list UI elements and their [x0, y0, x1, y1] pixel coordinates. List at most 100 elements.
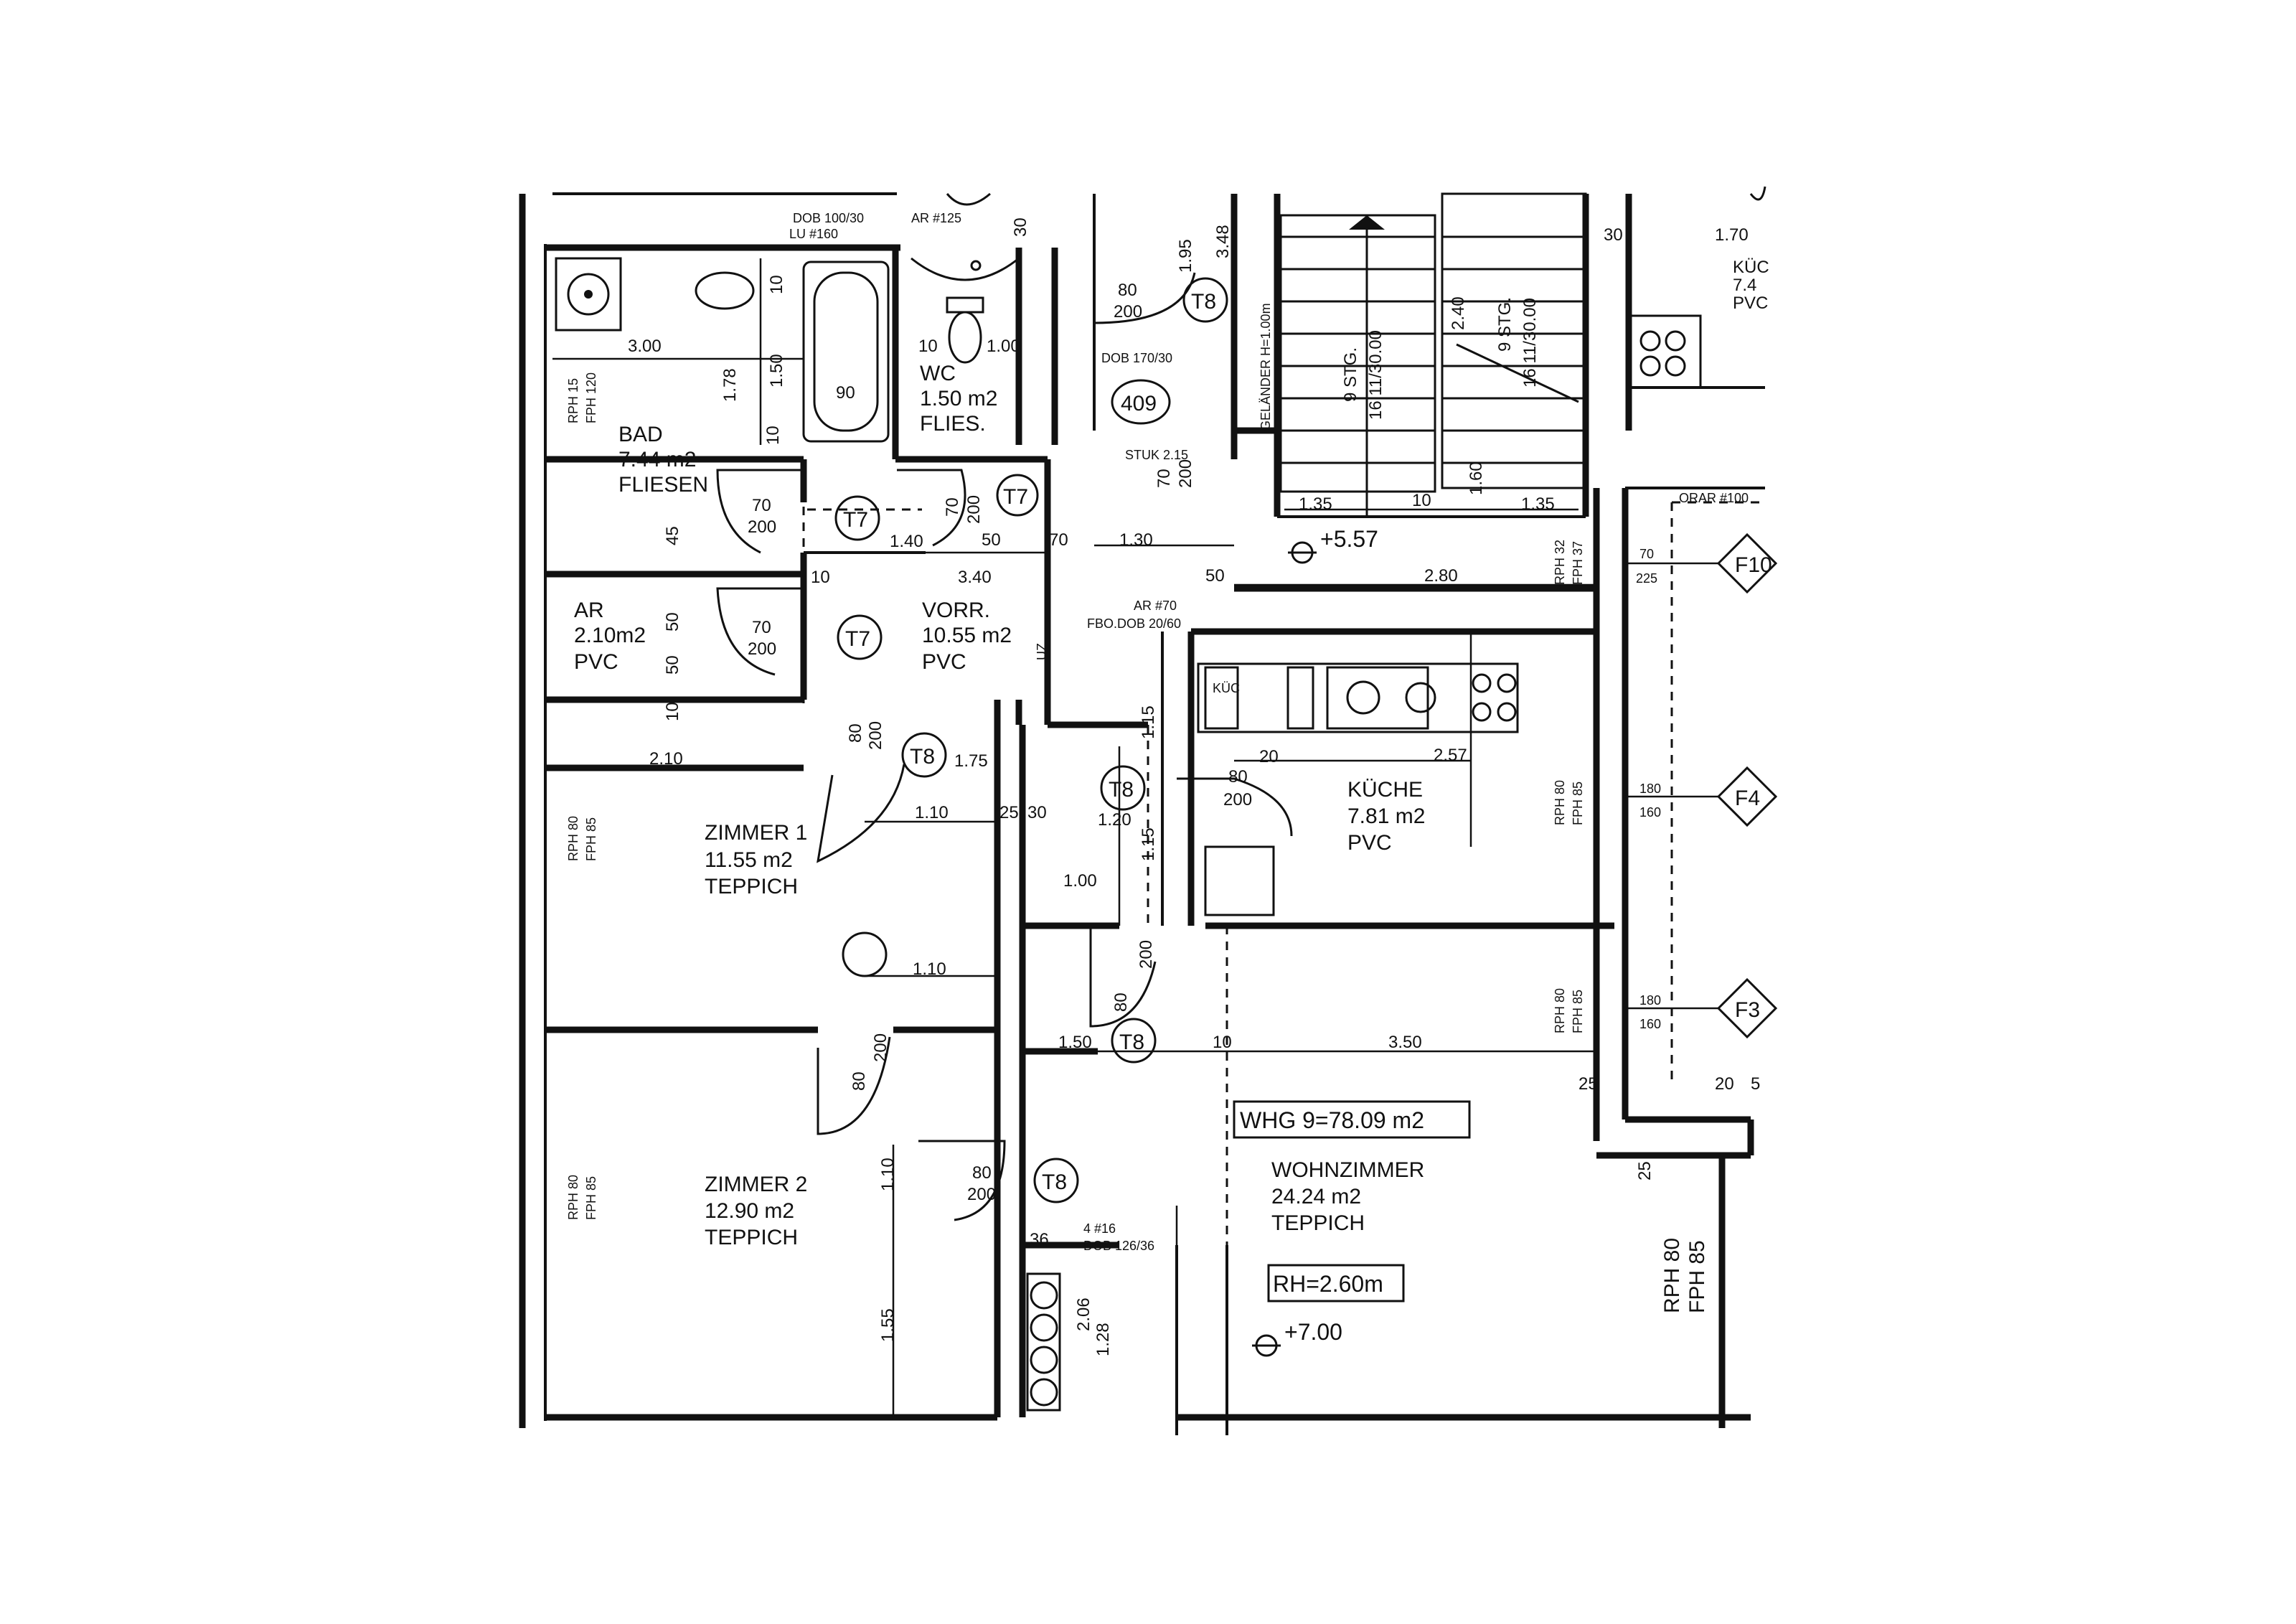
- dim-label: 25: [1578, 1074, 1598, 1094]
- dim-label: 30: [1027, 803, 1047, 822]
- dim-label: 1.15: [1139, 705, 1158, 739]
- room-height-box: RH=2.60m: [1267, 1264, 1405, 1303]
- room-vorr: VORR. 10.55 m2 PVC: [922, 599, 1012, 674]
- door-tag-t8-kueche: T8: [1109, 778, 1134, 802]
- fixtures: 409 KÜC: [555, 186, 1766, 1412]
- door-tag-t7-ar: T7: [845, 627, 870, 651]
- annotation: 160: [1639, 1017, 1661, 1031]
- dim-label: 3.50: [1388, 1033, 1422, 1052]
- annotation: RPH 80: [1553, 988, 1567, 1033]
- dim-label: 1.55: [878, 1308, 898, 1342]
- dim-label: 80: [972, 1163, 992, 1183]
- room-area: 11.55 m2: [705, 848, 793, 872]
- door-tag-t7-bad: T7: [843, 508, 868, 532]
- annotation: DOB 100/30: [793, 211, 864, 225]
- annotation: DOB 170/30: [1101, 351, 1172, 365]
- annotation: STUK 2.15: [1125, 448, 1188, 462]
- door-tag-t8-zimmer2: T8: [1042, 1170, 1067, 1194]
- staircase: 9 STG. 16.11/30.00 9 STG. 16.11/30.00 GE…: [1258, 192, 1587, 517]
- dim-label: 200: [967, 1185, 996, 1204]
- annotation: 225: [1636, 571, 1657, 586]
- door-tag-t8-top: T8: [1191, 290, 1216, 314]
- dim-label: 1.95: [1176, 239, 1195, 273]
- stair-label-1: 9 STG.: [1341, 347, 1360, 402]
- dim-label: 5: [1751, 1074, 1760, 1094]
- room-area: 12.90 m2: [705, 1199, 794, 1223]
- annotation: LU #160: [789, 227, 838, 241]
- room-zimmer2: ZIMMER 2 12.90 m2 TEPPICH: [705, 1173, 807, 1249]
- door-tag-t7-wc: T7: [1003, 485, 1028, 509]
- room-ar: AR 2.10m2 PVC: [574, 599, 646, 674]
- dim-label: 200: [964, 495, 984, 524]
- level-markers: +5.57 +7.00: [1252, 526, 1378, 1357]
- dim-label: 20: [1715, 1074, 1734, 1094]
- room-area: 10.55 m2: [922, 624, 1012, 647]
- dim-label: 45: [663, 526, 682, 545]
- dim-label: 80: [1111, 992, 1131, 1012]
- window-tag-f3: F3: [1735, 998, 1760, 1022]
- dim-label: 1.60: [1467, 461, 1486, 495]
- room-wc: WC 1.50 m2 FLIES.: [920, 362, 997, 436]
- annotation: UZ: [1035, 643, 1049, 660]
- room-floor: PVC: [1347, 831, 1392, 855]
- dim-label: 1.00: [987, 337, 1020, 356]
- dim-label: 1.10: [878, 1158, 898, 1191]
- dim-label: 70: [1154, 469, 1174, 488]
- dim-label: 200: [866, 721, 885, 750]
- annotation: 180: [1639, 993, 1661, 1008]
- dim-label: 1.15: [1139, 827, 1158, 861]
- annotation: FPH 85: [584, 817, 598, 861]
- annotation: FPH 85: [584, 1176, 598, 1220]
- dim-label: 200: [1137, 940, 1156, 969]
- room-floor: FLIESEN: [618, 473, 708, 497]
- dim-label: 25: [1635, 1161, 1655, 1181]
- dim-label: 30: [1604, 225, 1623, 245]
- room-area: 7.81 m2: [1347, 804, 1425, 828]
- annotation: 70: [1639, 547, 1654, 561]
- room-area: 7.44 m2: [618, 448, 696, 471]
- dim-label: 10: [1213, 1033, 1232, 1052]
- room-wohnzimmer: WOHNZIMMER 24.24 m2 TEPPICH: [1271, 1158, 1424, 1235]
- annotation: ORAR #100: [1679, 491, 1749, 505]
- annotation: FPH 37: [1571, 541, 1585, 585]
- room-name: ZIMMER 1: [705, 821, 807, 845]
- annotation: PVC: [1733, 294, 1768, 313]
- dim-label: 2.80: [1424, 566, 1458, 586]
- room-name: BAD: [618, 423, 663, 446]
- dim-label: 50: [982, 530, 1001, 550]
- door-tags: T7 T7 T7 T8 T8 T8 T8 T8: [834, 277, 1228, 1203]
- annotation: RPH 15: [566, 378, 580, 423]
- dim-label: 200: [1223, 790, 1252, 809]
- room-floor: TEPPICH: [705, 1226, 798, 1249]
- dim-label: 20: [1259, 747, 1279, 766]
- level-lower: +7.00: [1284, 1319, 1342, 1345]
- window-tags: F10 F4 F3: [1625, 532, 1778, 1039]
- room-zimmer1: ZIMMER 1 11.55 m2 TEPPICH: [705, 821, 807, 898]
- room-area: 1.50 m2: [920, 387, 997, 410]
- dim-label: 10: [663, 702, 682, 721]
- annotation: RPH 80: [1660, 1238, 1684, 1313]
- dim-label: 1.28: [1093, 1323, 1113, 1356]
- dim-label: 3.48: [1213, 225, 1233, 258]
- annotation: FPH 85: [1571, 782, 1585, 825]
- door-tag-t8-zimmer1: T8: [910, 745, 935, 769]
- dim-label: 3.40: [958, 568, 992, 587]
- annotation: RPH 80: [566, 816, 580, 861]
- dim-label: 2.40: [1449, 296, 1468, 330]
- room-name: WOHNZIMMER: [1271, 1158, 1424, 1182]
- dim-label: 10: [767, 275, 786, 294]
- window-tag-f10: F10: [1735, 553, 1772, 577]
- annotation: AR #70: [1134, 599, 1177, 613]
- dimension-lines: [552, 258, 1596, 1417]
- dim-label: 1.20: [1098, 810, 1131, 830]
- total-area-box: WHG 9=78.09 m2: [1233, 1100, 1471, 1139]
- unit-number: 409: [1121, 392, 1157, 416]
- room-floor: PVC: [922, 650, 966, 674]
- dim-label: 70: [752, 618, 771, 637]
- dim-label: 1.10: [913, 959, 946, 979]
- dim-label: 2.57: [1434, 746, 1467, 765]
- dim-label: 50: [663, 655, 682, 675]
- dim-label: 10: [918, 337, 938, 356]
- dim-label: 10: [763, 426, 783, 445]
